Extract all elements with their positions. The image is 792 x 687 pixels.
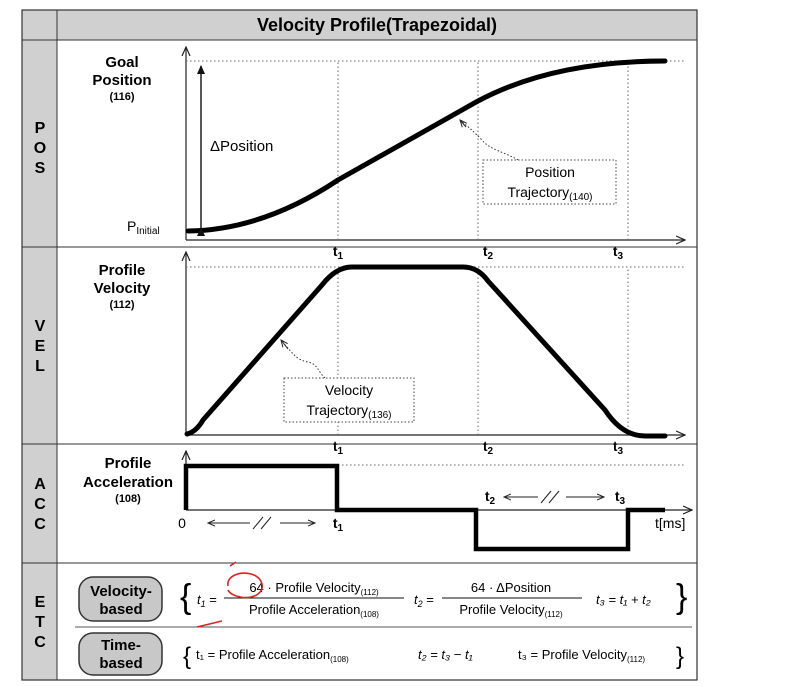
row-letter-acc-2: C <box>34 496 46 513</box>
acc-interval-t2-t3 <box>504 490 604 504</box>
pos-label-sub: (116) <box>109 91 134 103</box>
vel-tick-t2: t2 <box>483 438 494 457</box>
velocity-callout: Velocity Trajectory(136) <box>281 340 415 423</box>
vel-tick-t1: t1 <box>333 438 344 457</box>
time-based-button[interactable]: Time- based <box>78 632 163 676</box>
p-initial-sub: Initial <box>136 226 159 237</box>
acc-axis-unit: t[ms] <box>655 515 685 531</box>
position-callout-sub: (140) <box>569 192 592 203</box>
svg-text:}: } <box>676 643 684 670</box>
pos-tick-t3: t3 <box>613 243 624 262</box>
vb-t2-lhs: t2 = <box>414 592 434 609</box>
pos-label-line-2: Position <box>92 72 151 89</box>
vel-label: Profile Velocity (112) <box>94 262 151 311</box>
acc-label-line-2: Acceleration <box>83 474 173 491</box>
row-letter-pos-3: S <box>35 160 46 177</box>
svg-text:Trajectory(140): Trajectory(140) <box>507 184 592 203</box>
acc-guides <box>186 464 685 510</box>
row-letter-vel-2: E <box>35 338 46 355</box>
svg-text:PInitial: PInitial <box>127 218 160 237</box>
pos-label: Goal Position (116) <box>92 54 151 103</box>
row-letter-etc-2: T <box>35 614 45 631</box>
velocity-based-label-2: based <box>99 601 142 618</box>
row-letter-vel-3: L <box>35 358 45 375</box>
row-letter-etc-1: E <box>35 594 46 611</box>
svg-text:{: { <box>180 578 191 616</box>
velocity-trajectory-curve <box>184 264 668 439</box>
velocity-based-label-1: Velocity- <box>90 583 152 600</box>
vb-t1-numerator: 64 · Profile Velocity(112) <box>249 580 379 597</box>
acc-tick-t3: t3 <box>615 488 626 507</box>
vel-axes <box>186 252 685 435</box>
tb-t2-expr: t₂ = t₃ − t₁ <box>418 647 473 662</box>
vb-t1-denominator: Profile Acceleration(108) <box>249 602 379 619</box>
svg-text:{: { <box>183 643 191 670</box>
velocity-callout-line-2: Trajectory <box>306 402 368 418</box>
pos-tick-t1: t1 <box>333 243 344 262</box>
position-callout: Position Trajectory(140) <box>460 120 617 205</box>
acc-label-sub: (108) <box>115 493 141 505</box>
row-letter-vel-1: V <box>35 318 46 335</box>
acc-label-line-1: Profile <box>105 455 152 472</box>
row-letter-acc-1: A <box>34 476 46 493</box>
pos-label-line-1: Goal <box>105 54 138 71</box>
acc-zero-label: 0 <box>178 515 186 531</box>
pos-axes <box>186 47 685 240</box>
red-circle-mark <box>227 561 263 599</box>
velocity-callout-sub: (136) <box>368 410 391 421</box>
row-letter-etc-3: C <box>34 634 46 651</box>
p-initial-main: P <box>127 218 136 234</box>
velocity-based-formula: { t1 = 64 · Profile Velocity(112) Profil… <box>180 578 687 619</box>
acc-label: Profile Acceleration (108) <box>83 455 173 505</box>
vb-t1-lhs: t1 = <box>197 592 217 609</box>
acc-tick-t1: t1 <box>333 515 344 534</box>
vel-label-sub: (112) <box>109 299 134 311</box>
diagram-title: Velocity Profile(Trapezoidal) <box>257 15 497 35</box>
vel-label-line-2: Velocity <box>94 280 151 297</box>
vb-t3-expr: t₃ = t₁ + t₂ <box>596 592 651 607</box>
pos-guides <box>186 60 685 240</box>
acceleration-profile <box>183 463 665 552</box>
position-callout-line-2: Trajectory <box>507 184 569 200</box>
time-based-formula: { t₁ = Profile Acceleration(108) t₂ = t₃… <box>183 643 684 670</box>
row-letter-pos-1: P <box>35 120 46 137</box>
acc-tick-t2: t2 <box>485 488 496 507</box>
position-callout-line-1: Position <box>525 164 575 180</box>
svg-text:}: } <box>676 578 687 616</box>
p-initial-label: PInitial <box>127 218 160 237</box>
pos-tick-t2: t2 <box>483 243 494 262</box>
red-underline-mark <box>196 620 223 628</box>
vb-t2-denominator: Profile Velocity(112) <box>459 602 563 619</box>
svg-text:Trajectory(136): Trajectory(136) <box>306 402 391 421</box>
velocity-callout-line-1: Velocity <box>325 382 373 398</box>
time-based-label-1: Time- <box>101 637 141 654</box>
vb-t2-numerator: 64 · ΔPosition <box>471 580 551 595</box>
table-frame <box>21 9 698 681</box>
vel-tick-t3: t3 <box>613 438 624 457</box>
tb-t1-expr: t₁ = Profile Acceleration(108) <box>196 647 349 664</box>
acc-interval-0-t1 <box>208 516 315 530</box>
row-letter-acc-3: C <box>34 516 46 533</box>
annotation-marks <box>196 561 263 628</box>
tb-t3-expr: t₃ = Profile Velocity(112) <box>518 647 645 664</box>
time-based-label-2: based <box>99 655 142 672</box>
row-letter-pos-2: O <box>34 140 46 157</box>
velocity-based-button[interactable]: Velocity- based <box>78 576 163 622</box>
delta-position-label: ΔPosition <box>210 138 273 155</box>
position-trajectory-curve <box>185 58 668 234</box>
vel-label-line-1: Profile <box>99 262 146 279</box>
